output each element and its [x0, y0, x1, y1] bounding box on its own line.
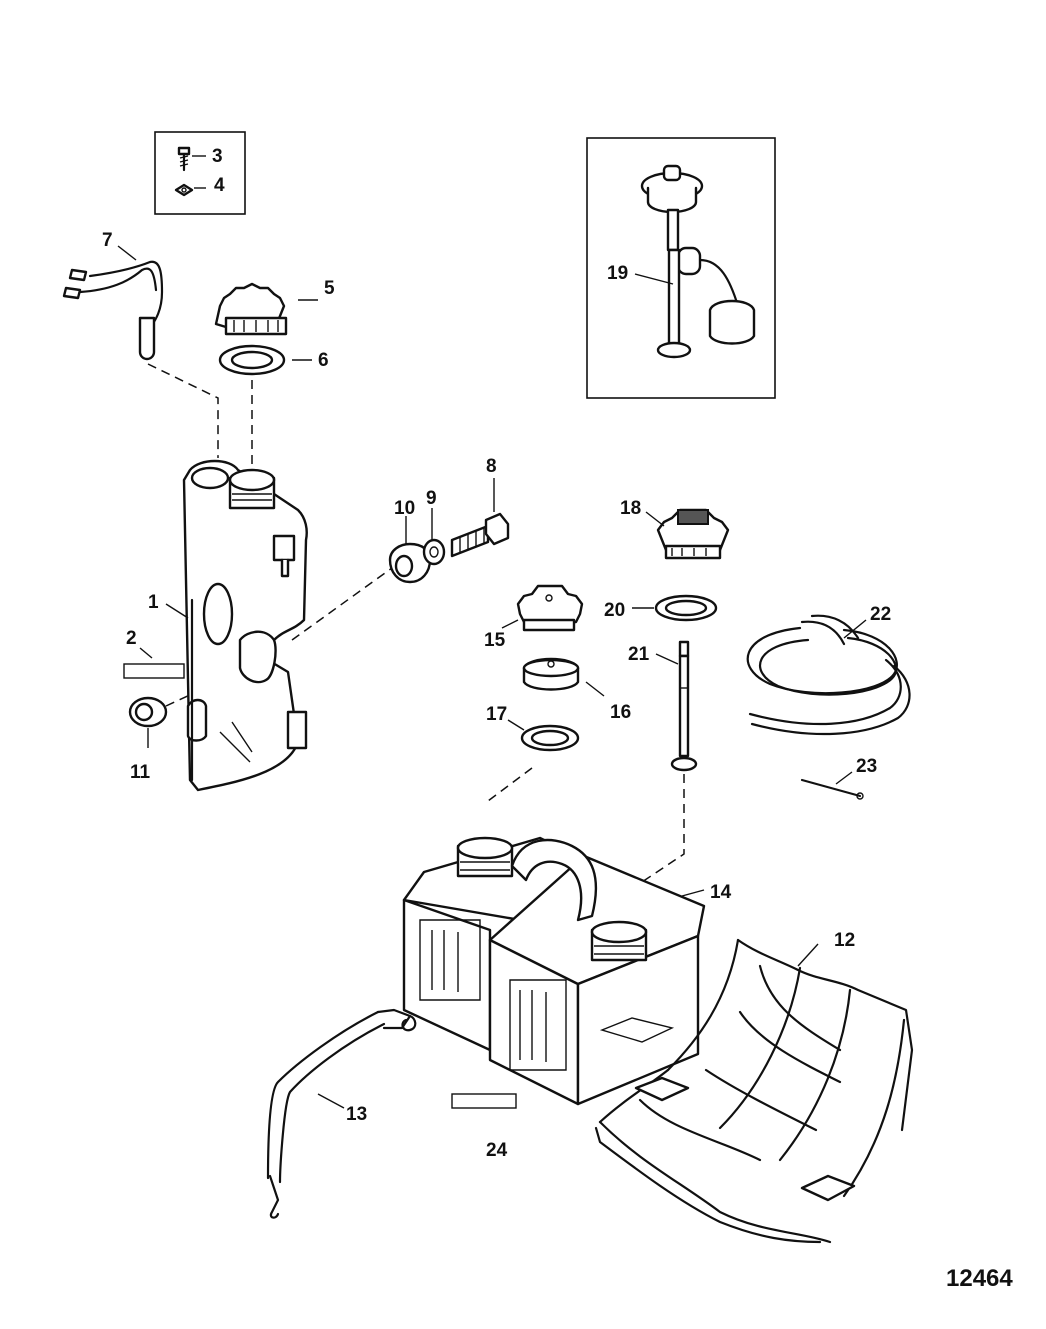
callout-1: 1: [148, 592, 159, 613]
tie-strap-23-part: [800, 778, 864, 800]
gasket-20-part: [654, 594, 718, 622]
decal-24-part: [451, 1093, 517, 1109]
callout-17: 17: [486, 704, 507, 725]
pickup-tube-21-part: [670, 640, 698, 772]
decal-2-part: [123, 663, 185, 679]
callout-22: 22: [870, 604, 891, 625]
callout-13: 13: [346, 1104, 367, 1125]
screw-nut-inset: 3 4: [154, 131, 246, 215]
level-sender-part: [640, 164, 756, 359]
strap-13-part: [266, 1008, 417, 1219]
grommet-11-part: [128, 696, 168, 728]
wire-cradle-12-part: [594, 938, 914, 1244]
sender-inset: 19: [586, 137, 776, 399]
gasket-17-part: [520, 724, 580, 752]
callout-7: 7: [102, 230, 113, 251]
screw-8-part: [450, 512, 510, 558]
callout-20: 20: [604, 600, 625, 621]
wire-harness-part: [62, 260, 164, 361]
oil-tank-part: [182, 459, 308, 792]
callout-8: 8: [486, 456, 497, 477]
callout-6: 6: [318, 350, 329, 371]
callout-19: 19: [607, 263, 628, 284]
gasket-6-part: [218, 344, 286, 376]
callout-12: 12: [834, 930, 855, 951]
document-number: 12464: [946, 1265, 1013, 1292]
callout-18: 18: [620, 498, 641, 519]
callout-15: 15: [484, 630, 506, 651]
hose-22-part: [746, 614, 911, 736]
nut-part: [174, 183, 194, 197]
callout-23: 23: [856, 756, 877, 777]
screw-part: [177, 146, 191, 172]
washer-9-part: [422, 538, 446, 566]
oil-cap-part: [214, 282, 288, 336]
callout-5: 5: [324, 278, 335, 299]
callout-10: 10: [394, 498, 415, 519]
callout-21: 21: [628, 644, 650, 665]
cap-16-part: [522, 657, 580, 691]
callout-3: 3: [212, 146, 223, 167]
callout-14: 14: [710, 882, 732, 903]
callout-9: 9: [426, 488, 437, 509]
callout-2: 2: [126, 628, 137, 649]
fuel-tank-14-part: [402, 836, 706, 1106]
callout-4: 4: [214, 175, 225, 196]
filler-cap-15-part: [516, 584, 584, 632]
callout-16: 16: [610, 702, 631, 723]
filler-cap-18-part: [656, 508, 730, 560]
callout-11: 11: [130, 762, 151, 783]
callout-24: 24: [486, 1140, 508, 1161]
